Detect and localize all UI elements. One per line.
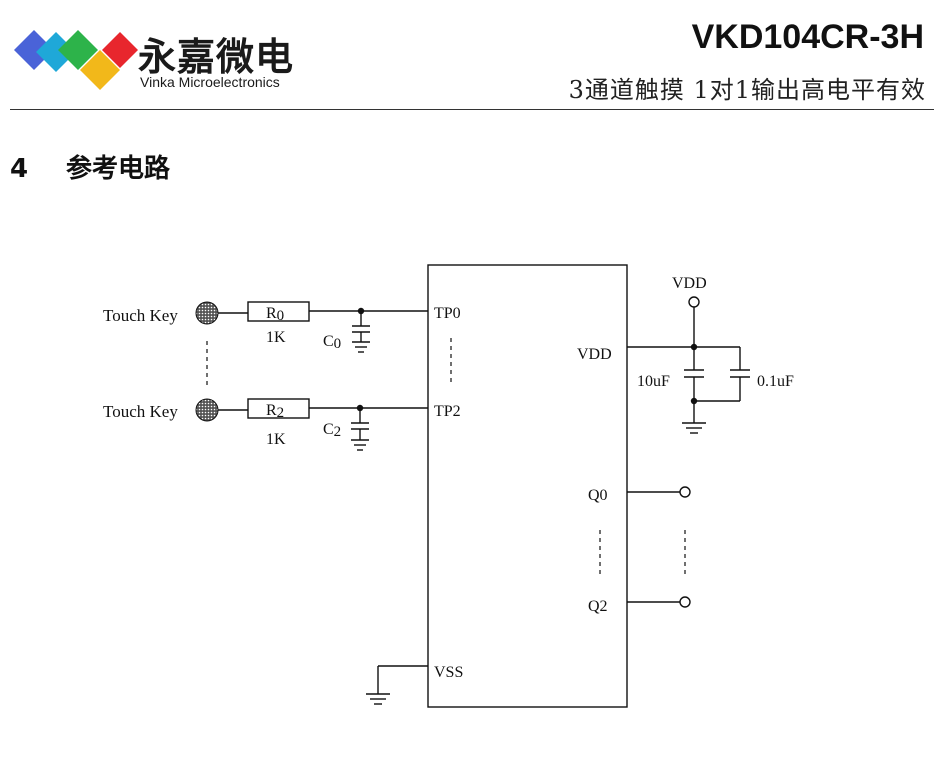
vinka-logo [14, 30, 138, 90]
header-divider [10, 109, 934, 110]
resistor-r0-label: R0 [266, 305, 284, 324]
brand-english-name: Vinka Microelectronics [140, 74, 280, 90]
output-q2-terminal [679, 596, 691, 608]
pin-vss-label: VSS [434, 664, 463, 681]
junction-gnd-caps [690, 397, 698, 405]
touch-key-pad-2 [195, 398, 219, 422]
section-title: 参考电路 [66, 154, 171, 184]
pin-q0-label: Q0 [588, 487, 608, 504]
logo-diamond-yellow [80, 50, 120, 90]
logo-diamond-red [102, 32, 138, 68]
vdd-supply-label: VDD [672, 275, 707, 292]
resistor-r2-value: 1K [266, 431, 286, 448]
vdd-supply-terminal [688, 296, 700, 308]
touch-key-pad-0 [195, 301, 219, 325]
capacitor-c2-label: C2 [323, 421, 341, 440]
capacitor-c0-label: C0 [323, 333, 341, 352]
touch-key-label-2: Touch Key [103, 402, 178, 421]
pin-tp0-label: TP0 [434, 305, 461, 322]
section-heading: 4 参考电路 [10, 148, 170, 185]
ic-body [427, 264, 628, 708]
touch-key-label-0: Touch Key [103, 306, 178, 325]
output-q0-terminal [679, 486, 691, 498]
pin-q2-label: Q2 [588, 598, 608, 615]
capacitor-01uf-label: 0.1uF [757, 373, 794, 390]
part-number: VKD104CR-3H [691, 18, 924, 56]
section-number: 4 [10, 154, 29, 184]
document-header: 永嘉微电 Vinka Microelectronics VKD104CR-3H … [0, 0, 946, 112]
brand-chinese-name: 永嘉微电 [138, 35, 295, 79]
pin-tp2-label: TP2 [434, 403, 461, 420]
logo-diamond-green [58, 30, 98, 70]
pin-vdd-label: VDD [577, 346, 612, 363]
resistor-r0-value: 1K [266, 329, 286, 346]
capacitor-10uf-label: 10uF [637, 373, 670, 390]
resistor-r2-label: R2 [266, 402, 284, 421]
document-subtitle: 3通道触摸 1对1输出高电平有效 [568, 76, 926, 104]
